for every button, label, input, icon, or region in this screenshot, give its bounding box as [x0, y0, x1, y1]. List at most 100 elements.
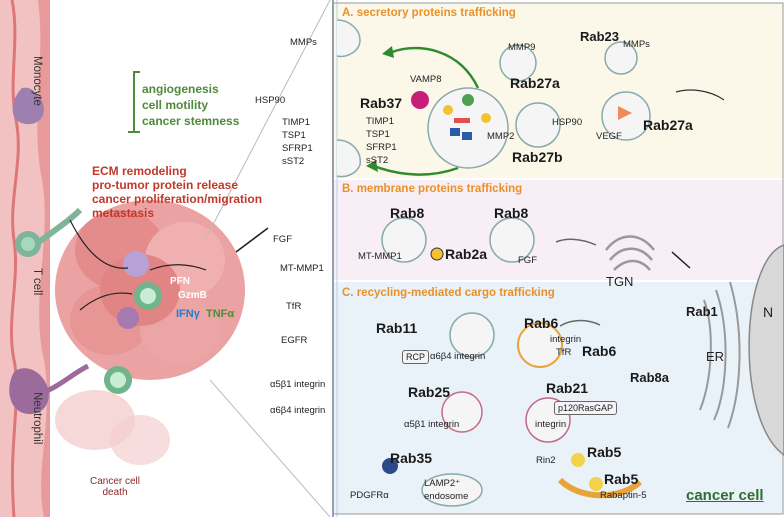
a5b1-label: α5β1 integrin — [404, 419, 460, 430]
rab27b-vesicle — [515, 102, 561, 148]
fgf-1-label: FGF — [273, 234, 292, 245]
rab37-label: Rab37 — [360, 95, 403, 111]
rab27a-label-2: Rab27a — [643, 117, 693, 133]
rab11-label: Rab11 — [376, 320, 418, 336]
rab8-vesicle-1 — [381, 217, 427, 263]
mt-mmp1-1-label: MT-MMP1 — [280, 263, 324, 274]
green-arrow-upper-head — [382, 46, 394, 58]
monocyte-in-tumor — [123, 251, 149, 277]
rab5-marker-2 — [589, 477, 603, 491]
rab1-label: Rab1 — [686, 304, 718, 319]
effect-proliferation: cancer proliferation/migration — [92, 192, 263, 206]
rab2a-label: Rab2a — [445, 246, 488, 262]
tcell-label: T cell — [31, 268, 43, 296]
rab5-marker-1 — [571, 453, 585, 467]
mmps-2-label: MMPs — [623, 39, 650, 50]
green-arrow-lower — [373, 164, 459, 176]
rab2a-marker — [430, 247, 444, 261]
tcell-nucleus — [21, 237, 35, 251]
er-folds — [699, 281, 741, 429]
green-blob-rab37 — [462, 94, 474, 106]
vegf-cargo — [618, 106, 632, 120]
hsp90-2-label: HSP90 — [552, 117, 583, 128]
arrow-tumor-curve — [149, 264, 207, 271]
arrow-monocyte-to-tumor — [69, 219, 129, 269]
arrow-c-to-rab6 — [559, 319, 601, 327]
effect-ecm: ECM remodeling — [92, 164, 187, 178]
mmp9-label: MMP9 — [508, 42, 536, 53]
tumor-mass — [55, 200, 245, 465]
rab8-vesicle-2 — [489, 217, 535, 263]
arrow-rab1 — [671, 251, 691, 269]
rab5-tube — [557, 477, 643, 499]
cytokine-gzmb: GzmB — [178, 290, 207, 301]
vesicle-tsp1: TSP1 — [366, 129, 390, 140]
secreted-sst2: sST2 — [282, 156, 305, 167]
cytokine-tnfa: TNFα — [206, 308, 235, 320]
rab37-protein — [411, 91, 429, 109]
er-label: ER — [706, 349, 725, 364]
vesicle-sst2: sST2 — [366, 155, 389, 166]
monocyte-label: Monocyte — [31, 56, 43, 106]
rab37-cargo-red — [454, 118, 470, 123]
rab6-integrin: integrin — [550, 334, 582, 345]
rab23-vesicle — [604, 41, 638, 75]
effect-release: pro-tumor protein release — [92, 178, 239, 192]
a6b4-label: α6β4 integrin — [430, 351, 486, 362]
rab21-integrin: integrin — [535, 419, 567, 430]
nucleus-label: N — [763, 304, 774, 320]
rab11-vesicle — [449, 312, 495, 358]
vesicle-timp1: TIMP1 — [366, 116, 394, 127]
pdgfra-label: PDGFRα — [350, 490, 389, 501]
section-a-bg — [333, 3, 783, 178]
cytokine-ifng: IFNγ — [176, 308, 200, 320]
rab37-cargo-blue2 — [462, 132, 472, 140]
vegf-label: VEGF — [596, 131, 622, 142]
rab37-cargo-yellow — [443, 105, 453, 115]
zoom-line-top — [204, 0, 331, 241]
arrow-to-rab27 — [675, 89, 725, 101]
secreted-sfrp1: SFRP1 — [282, 143, 313, 154]
cytokine-pfn: PFN — [170, 276, 190, 287]
vamp8-label: VAMP8 — [410, 74, 442, 85]
tcell-extravasating — [34, 207, 83, 247]
receptor-a6b4: α6β4 integrin — [270, 405, 326, 416]
rab8-2-label: Rab8 — [494, 205, 529, 221]
rab37-cargo-yellow2 — [481, 113, 491, 123]
neutrophil-migrating — [43, 363, 90, 395]
rab35-label: Rab35 — [390, 450, 433, 466]
rab27a-vesicle-1 — [499, 44, 537, 82]
neutrophil-shape — [9, 368, 49, 414]
rab8-1-label: Rab8 — [390, 205, 425, 221]
inhibition-bracket — [128, 71, 140, 133]
rab23-label: Rab23 — [580, 29, 620, 44]
rin2-label: Rin2 — [536, 455, 556, 466]
rab6-vesicle — [517, 322, 563, 368]
rab5-1-label: Rab5 — [587, 444, 622, 460]
cancer-cell-death-label: Cancer cell death — [89, 476, 141, 498]
neutrophil-label: Neutrophil — [31, 392, 43, 445]
receptor-egfr: EGFR — [281, 335, 308, 346]
mmp2-label: MMP2 — [487, 131, 515, 142]
lamp2-endosome — [421, 473, 483, 507]
arrow-b-to-tumor — [235, 227, 269, 253]
rab27b-label: Rab27b — [512, 149, 563, 165]
receptor-tfr: TfR — [286, 301, 302, 312]
section-c-bg — [333, 282, 783, 514]
rcp-box: RCP — [402, 350, 430, 364]
rab21-label: Rab21 — [546, 380, 589, 396]
monocyte-shape — [12, 87, 44, 125]
hsp90-label: HSP90 — [255, 95, 286, 106]
green-arrow-upper — [391, 46, 480, 89]
rab25-vesicle — [441, 391, 483, 433]
lamp2-label: LAMP2⁺ — [424, 478, 461, 489]
vesicle-sfrp1: SFRP1 — [366, 142, 397, 153]
effect-stemness: cancer stemness — [142, 114, 240, 128]
rab5-2-label: Rab5 — [604, 471, 639, 487]
arrow-tgn-to-rab8 — [555, 238, 597, 246]
secreted-timp1: TIMP1 — [282, 117, 310, 128]
rab35-marker — [382, 458, 398, 474]
section-c-title: C. recycling-mediated cargo trafficking — [342, 287, 555, 299]
rab8a-label: Rab8a — [630, 370, 670, 385]
